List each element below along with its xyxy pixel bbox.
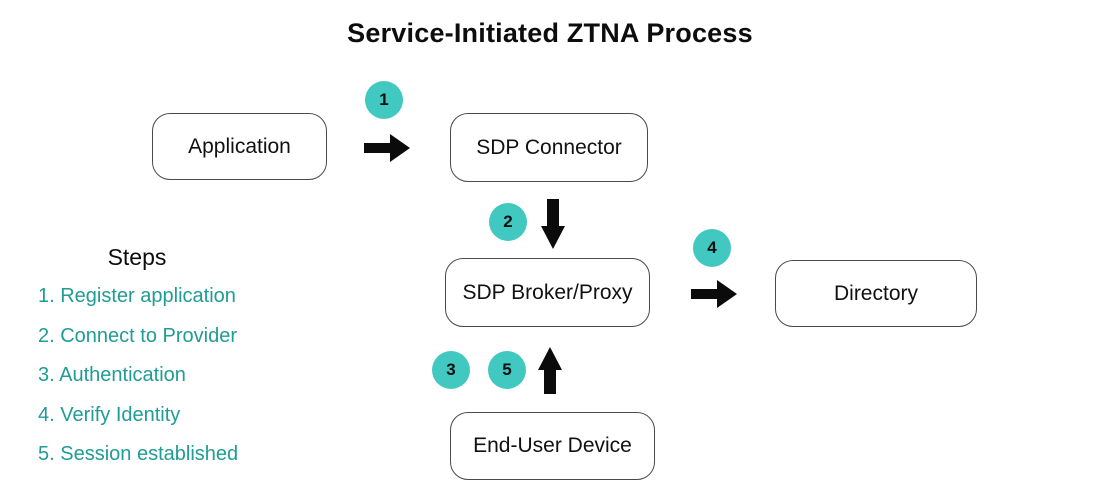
- node-end-user-device: End-User Device: [450, 412, 655, 480]
- step-item-1: 1. Register application: [38, 285, 236, 307]
- step-item-5: 5. Session established: [38, 443, 239, 465]
- step-item-3: 3. Authentication: [38, 364, 186, 386]
- node-directory: Directory: [775, 260, 977, 327]
- step-badge-1: 1: [365, 81, 403, 119]
- step-item-2: 2. Connect to Provider: [38, 324, 237, 347]
- arrow-device-to-broker-icon: [538, 347, 562, 394]
- arrow-connector-to-broker-icon: [541, 199, 565, 249]
- steps-panel: Steps 1. Register application 2. Connect…: [30, 244, 260, 483]
- arrow-broker-to-directory-icon: [691, 280, 737, 308]
- step-badge-4: 4: [693, 229, 731, 267]
- step-badge-5: 5: [488, 351, 526, 389]
- step-badge-2: 2: [489, 203, 527, 241]
- diagram-title: Service-Initiated ZTNA Process: [347, 18, 753, 48]
- node-application: Application: [152, 113, 327, 180]
- step-item-4: 4. Verify Identity: [38, 403, 181, 426]
- step-badge-3: 3: [432, 351, 470, 389]
- node-sdp-connector: SDP Connector: [450, 113, 648, 182]
- node-sdp-broker-proxy: SDP Broker/Proxy: [445, 258, 650, 327]
- arrow-application-to-connector-icon: [364, 134, 410, 162]
- steps-heading: Steps: [107, 244, 167, 270]
